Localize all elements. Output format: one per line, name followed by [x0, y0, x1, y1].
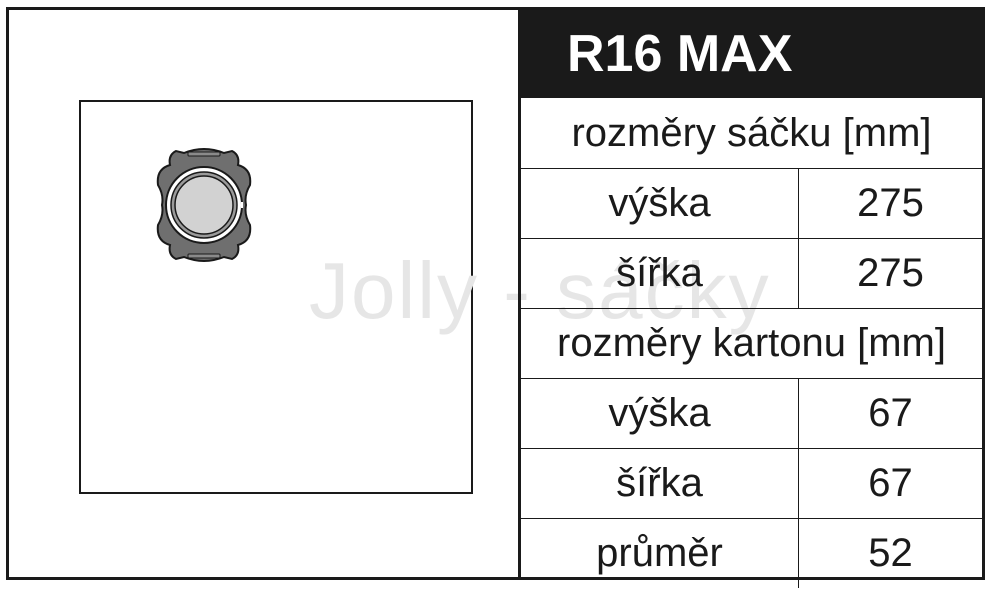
- bag-illustration-panel: [9, 10, 518, 577]
- product-spec-card: Jolly - sáčky R16 MAX rozměry sáčku [mm]…: [6, 7, 985, 588]
- cardboard-dimensions-header: rozměry kartonu [mm]: [521, 308, 982, 378]
- product-title: R16 MAX: [521, 10, 982, 98]
- cardboard-height-label: výška: [521, 379, 799, 448]
- bag-dimensions-header: rozměry sáčku [mm]: [521, 98, 982, 168]
- cardboard-diameter-value: 52: [868, 531, 913, 575]
- bag-height-value: 275: [857, 181, 924, 225]
- bag-dimensions-header-text: rozměry sáčku [mm]: [571, 110, 932, 155]
- table-row: průměr 52: [521, 518, 982, 588]
- table-row: výška 67: [521, 378, 982, 448]
- dust-bag-outline: [79, 100, 473, 494]
- cardboard-width-value: 67: [868, 461, 913, 505]
- cardboard-dimensions-header-text: rozměry kartonu [mm]: [557, 321, 946, 365]
- table-row: šířka 275: [521, 238, 982, 308]
- bag-collar-icon: [156, 148, 252, 262]
- product-title-text: R16 MAX: [567, 25, 793, 83]
- bag-width-value: 275: [857, 251, 924, 295]
- table-row: šířka 67: [521, 448, 982, 518]
- cardboard-diameter-label: průměr: [521, 519, 799, 588]
- cardboard-width-label: šířka: [521, 449, 799, 518]
- bag-width-label: šířka: [521, 239, 799, 308]
- cardboard-height-value: 67: [868, 391, 913, 435]
- spec-table: R16 MAX rozměry sáčku [mm] výška 275 šíř…: [518, 10, 982, 588]
- table-row: výška 275: [521, 168, 982, 238]
- bag-height-label: výška: [521, 169, 799, 238]
